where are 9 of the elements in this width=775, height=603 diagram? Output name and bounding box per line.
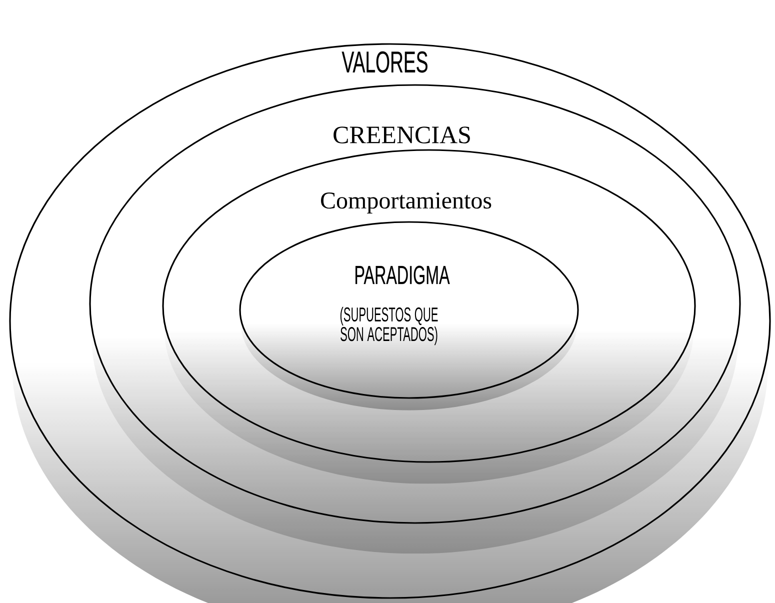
ring-label: PARADIGMA [356, 266, 450, 284]
ring-ellipse [89, 84, 741, 524]
ring-label: Comportamientos [321, 192, 492, 214]
ring-ellipse [239, 221, 579, 399]
ring-ellipse [162, 149, 696, 463]
ring-label: CREENCIAS [334, 126, 470, 144]
ring-note: (SUPUESTOS QUE SON ACEPTADOS) [340, 306, 438, 346]
ring-ellipse [9, 43, 771, 599]
ring-label: VALORES [342, 51, 428, 73]
